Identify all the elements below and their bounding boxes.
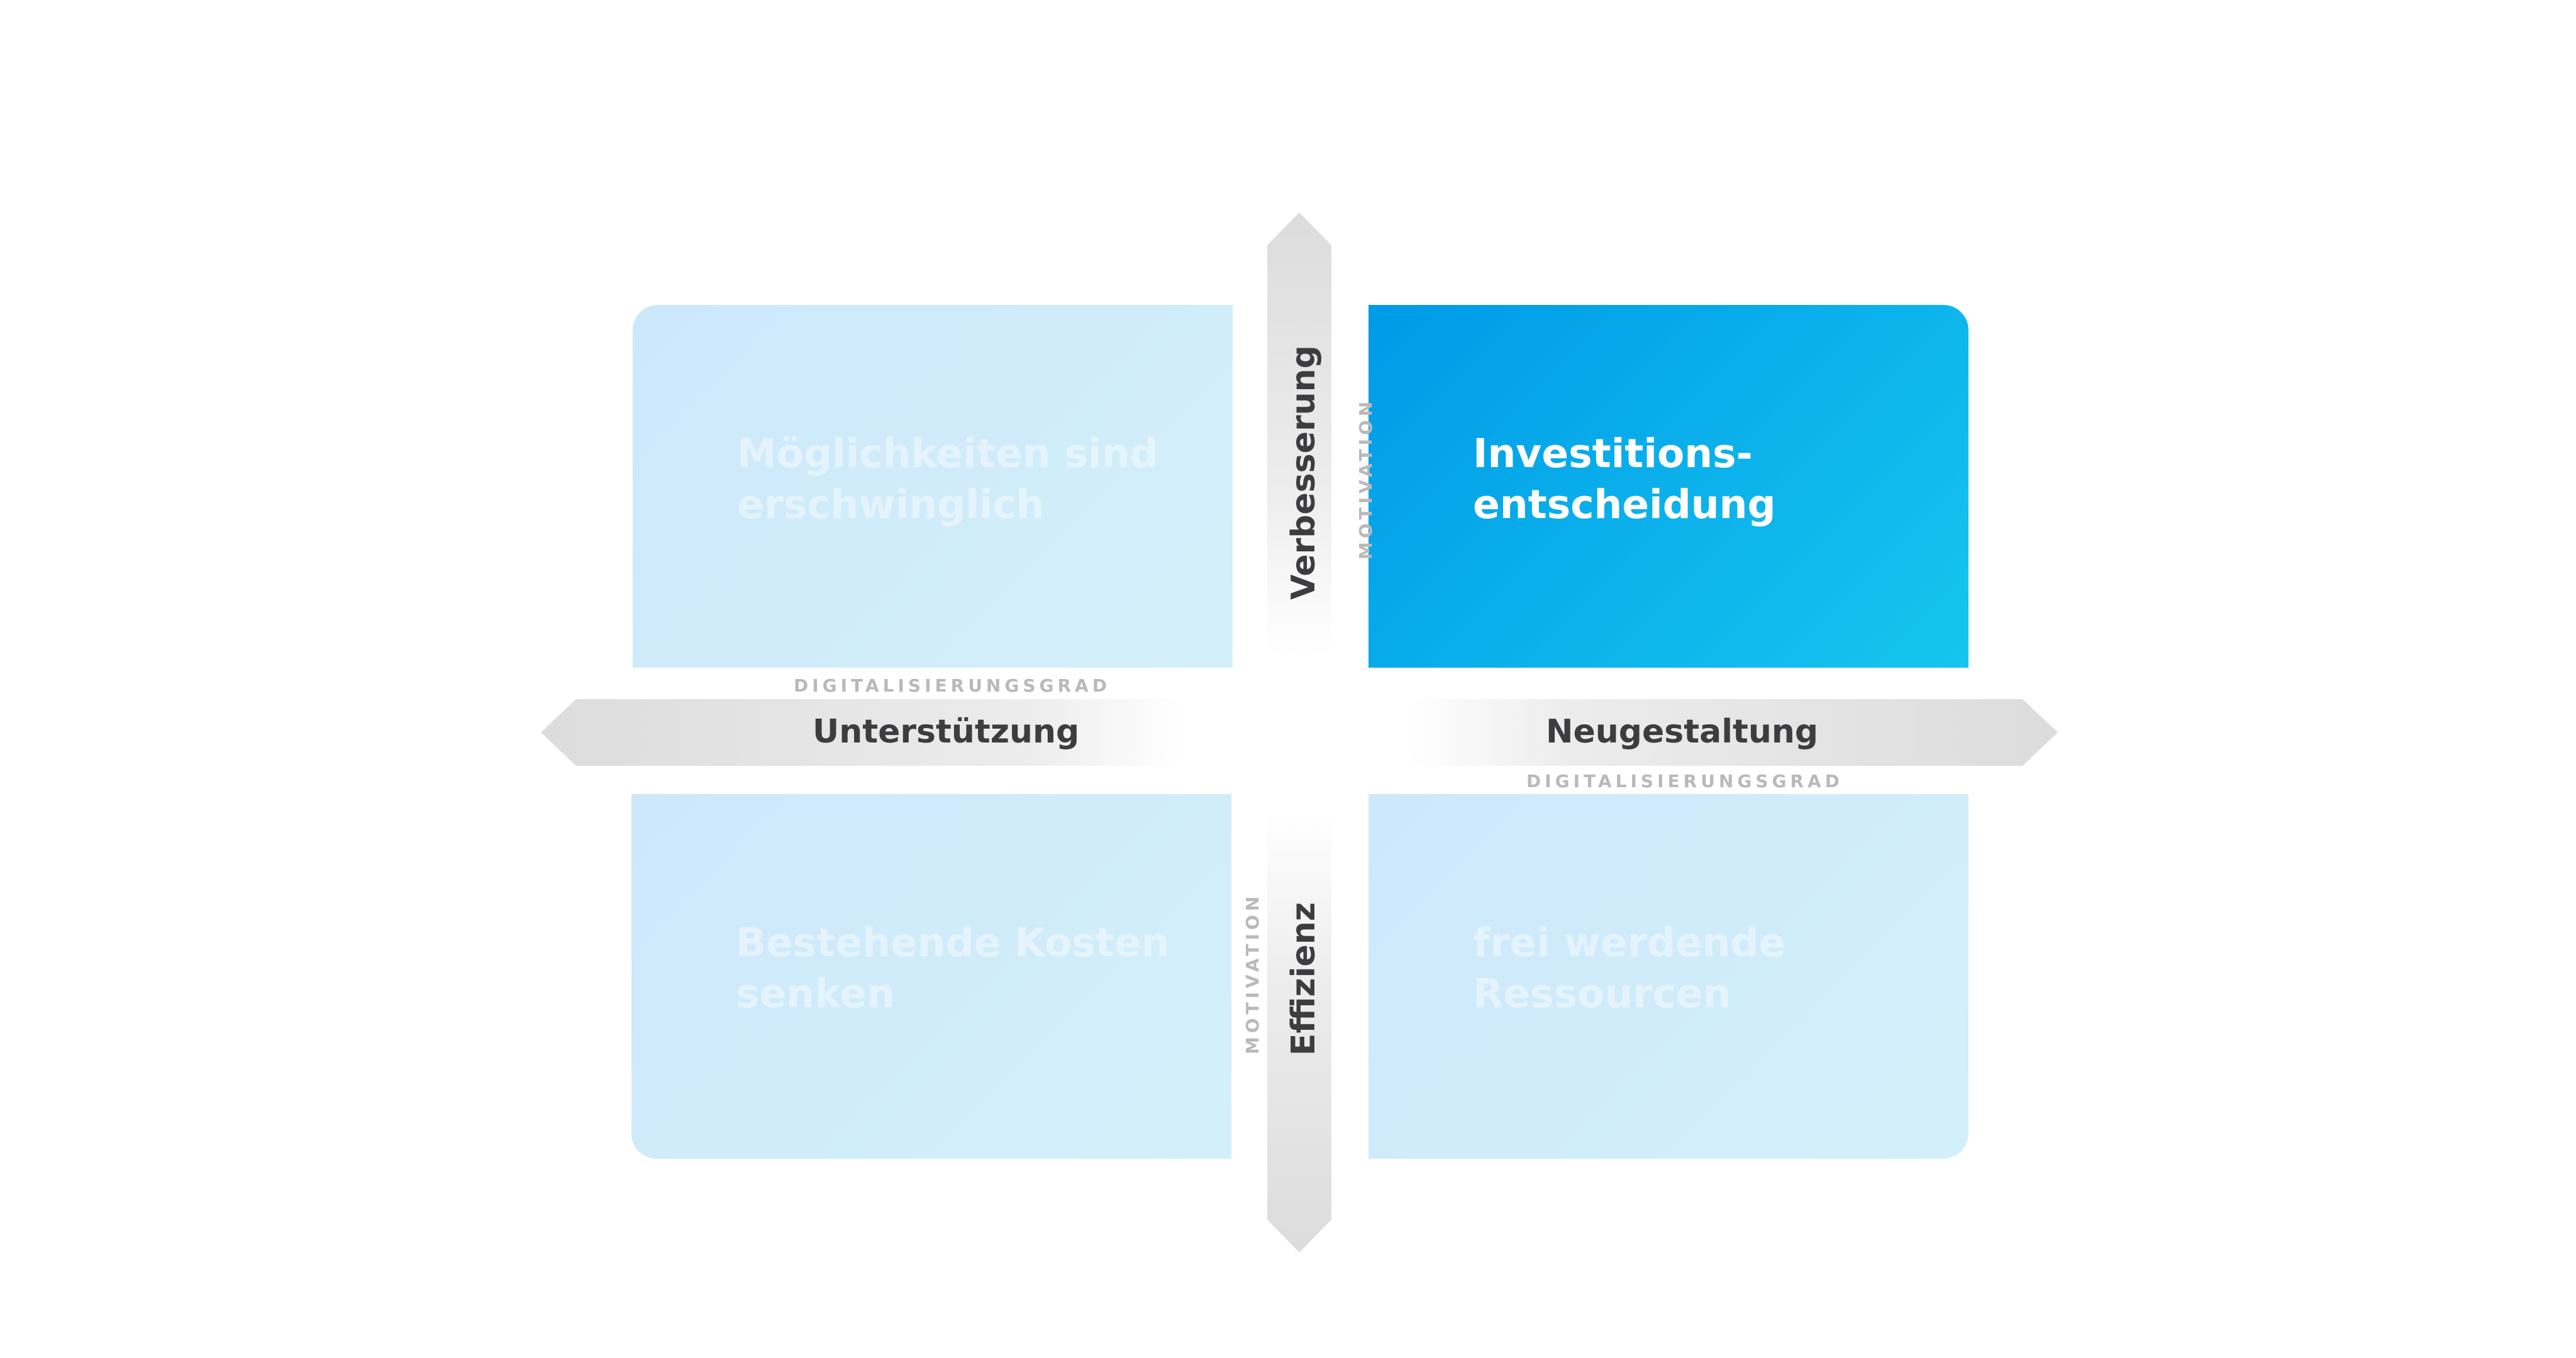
quadrant-top-right-text: Investitions- entscheidung xyxy=(1473,428,1776,530)
arrow-right xyxy=(1409,699,2058,766)
axis-label-bottom: Effizienz xyxy=(1285,902,1323,1056)
axis-caption-bottom: MOTIVATION xyxy=(1242,892,1263,1054)
quadrant-bottom-right: frei werdende Ressourcen xyxy=(1368,794,1968,1159)
axis-caption-left: DIGITALISIERUNGSGRAD xyxy=(794,675,1111,696)
quadrant-bottom-left-line2: senken xyxy=(736,971,895,1017)
quadrant-bottom-right-line2: Ressourcen xyxy=(1473,971,1731,1017)
axis-label-top: Verbesserung xyxy=(1285,345,1323,600)
quadrant-bottom-right-line1: frei werdende xyxy=(1473,920,1786,966)
quadrant-top-left-line2: erschwinglich xyxy=(737,482,1045,527)
axis-caption-top: MOTIVATION xyxy=(1355,397,1376,560)
quadrant-top-right: Investitions- entscheidung xyxy=(1368,305,1968,668)
axis-label-right: Neugestaltung xyxy=(1546,713,1819,751)
quadrant-bottom-left: Bestehende Kosten senken xyxy=(631,794,1231,1159)
quadrant-bottom-left-line1: Bestehende Kosten xyxy=(736,920,1170,966)
quadrant-top-right-line2: entscheidung xyxy=(1473,482,1776,527)
quadrant-bottom-right-text: frei werdende Ressourcen xyxy=(1473,917,1785,1019)
quadrant-top-left-text: Möglichkeiten sind erschwinglich xyxy=(737,428,1158,530)
quadrant-top-left-line1: Möglichkeiten sind xyxy=(737,431,1158,477)
quadrant-bottom-left-text: Bestehende Kosten senken xyxy=(736,917,1169,1019)
quadrant-top-right-line1: Investitions- xyxy=(1473,431,1753,477)
arrow-left xyxy=(541,699,1182,766)
quadrant-top-left: Möglichkeiten sind erschwinglich xyxy=(633,305,1233,668)
arrow-down xyxy=(1267,811,1331,1252)
axis-label-left: Unterstützung xyxy=(813,713,1080,751)
arrow-up xyxy=(1267,213,1331,657)
axis-caption-right: DIGITALISIERUNGSGRAD xyxy=(1526,771,1843,792)
